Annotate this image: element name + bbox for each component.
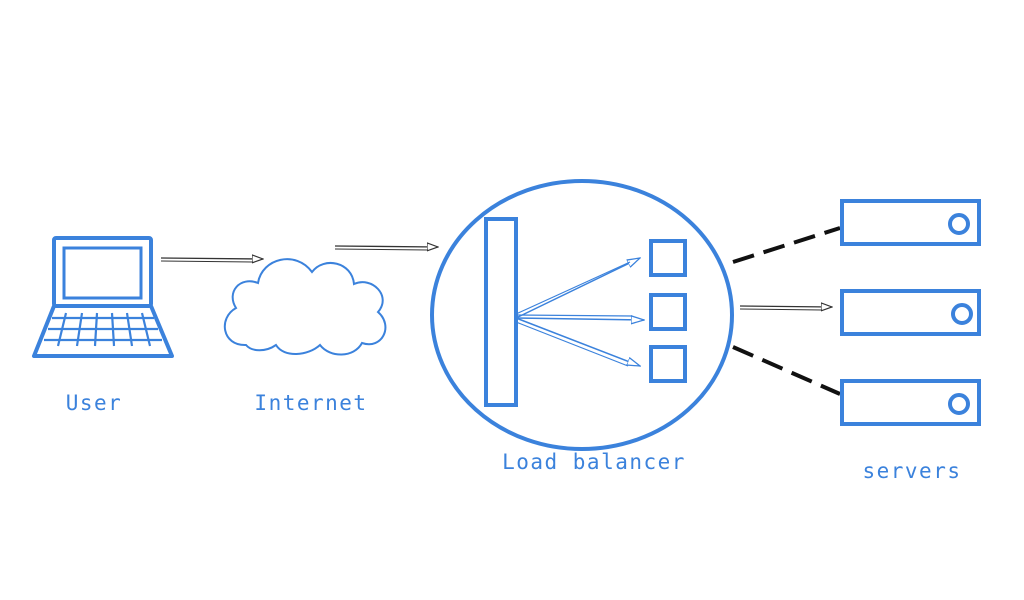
laptop-icon: [32, 236, 174, 358]
arrow-internet-to-load-balancer: [334, 246, 438, 250]
load-balancer-icon: [430, 179, 734, 451]
server-icon: [840, 289, 981, 336]
internet-label: Internet: [254, 391, 367, 415]
server-connectors: [732, 226, 841, 396]
cloud-icon: [223, 258, 387, 356]
arrow-user-to-internet: [160, 258, 263, 262]
user-label: User: [66, 391, 123, 415]
distribution-arrows: [515, 258, 644, 366]
load-balancer-label: Load balancer: [502, 450, 686, 474]
servers-label: servers: [862, 459, 961, 483]
server-icon: [840, 379, 981, 426]
arrow-load-balancer-to-servers: [739, 306, 832, 310]
server-icon: [840, 199, 981, 246]
